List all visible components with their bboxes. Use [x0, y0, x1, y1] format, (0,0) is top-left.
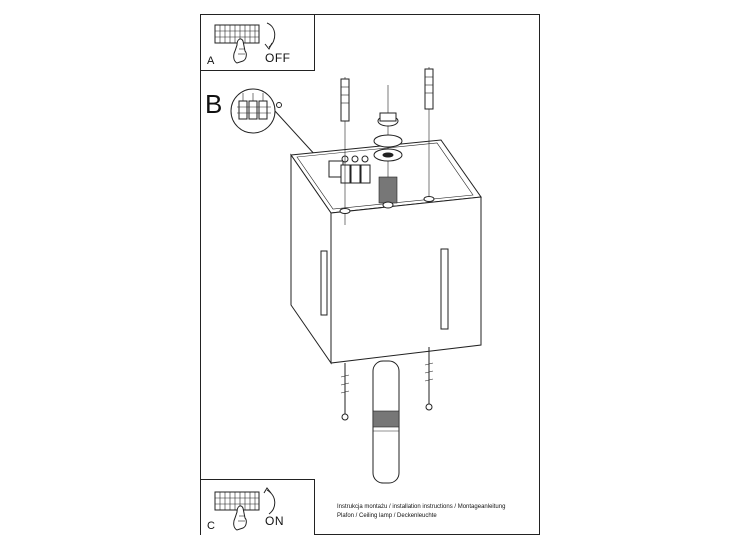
instruction-sheet: A OFF — [200, 14, 540, 535]
power-state-off: OFF — [265, 51, 291, 65]
fuse-box-off-illustration — [214, 22, 276, 64]
mounting-bracket-stack — [373, 85, 403, 209]
rotate-arrow-icon — [264, 22, 276, 50]
terminal-detail-callout — [230, 88, 318, 158]
exploded-view-diagram — [230, 67, 482, 484]
fuse-box-on-illustration — [214, 487, 276, 531]
instruction-caption: Instrukcja montażu / installation instru… — [337, 503, 505, 521]
terminal-block-icon — [237, 93, 282, 120]
lamp-body — [290, 139, 482, 365]
rotate-arrow-icon — [263, 487, 276, 515]
panel-letter-b: B — [205, 89, 223, 119]
lamp-bulb-icon — [372, 360, 400, 484]
panel-a-power-off: A OFF — [201, 15, 315, 71]
power-state-on: ON — [265, 514, 284, 528]
screw-icon — [340, 363, 350, 421]
wall-plug-icon — [423, 67, 435, 202]
panel-c-power-on: C ON — [201, 479, 315, 535]
panel-letter-a: A — [207, 55, 215, 67]
caption-line-2: Plafon / Ceiling lamp / Deckenleuchte — [337, 513, 437, 519]
panel-letter-c: C — [207, 520, 215, 532]
caption-line-1: Instrukcja montażu / installation instru… — [337, 504, 506, 510]
screw-icon — [424, 347, 434, 411]
fuse-box-icon — [214, 24, 260, 44]
hand-icon — [233, 38, 247, 64]
terminal-block-icon — [328, 155, 371, 184]
fuse-box-icon — [214, 491, 260, 511]
hand-icon — [233, 505, 247, 531]
screw-icon — [339, 77, 351, 225]
